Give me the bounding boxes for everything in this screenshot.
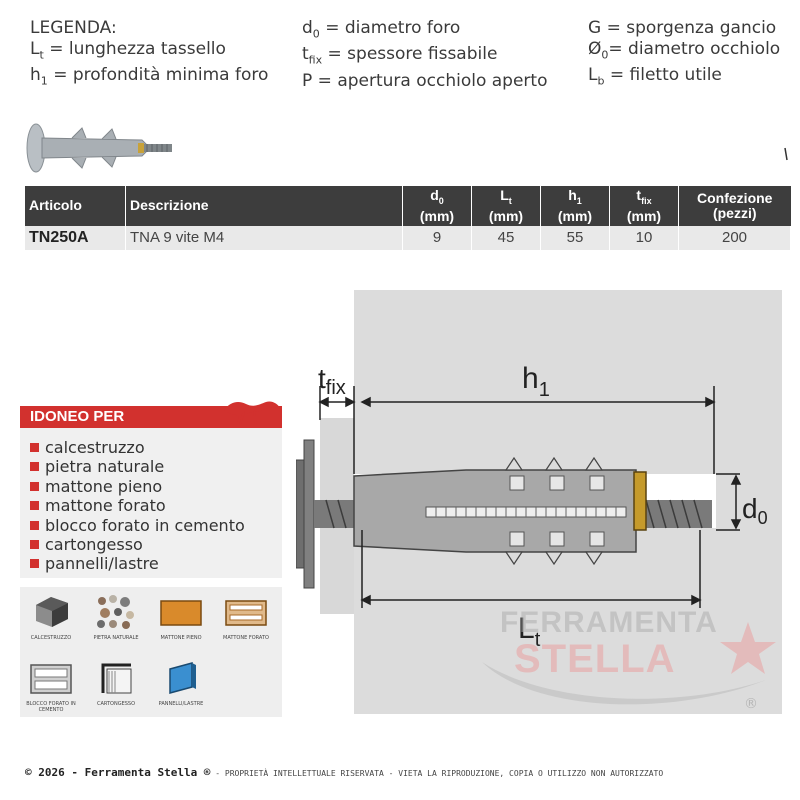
- screw-thread: [325, 499, 703, 529]
- solid-brick-icon: [160, 600, 202, 626]
- tile-cartongesso: CARTONGESSO: [87, 655, 145, 713]
- tile-mattone-forato: MATTONE FORATO: [217, 589, 275, 647]
- label-d0: d0: [742, 493, 768, 528]
- tile-mattone-pieno: MATTONE PIENO: [152, 589, 210, 647]
- tile-blocco-forato: BLOCCO FORATO IN CEMENTO: [22, 655, 80, 713]
- col-d0: d0(mm): [402, 186, 472, 226]
- dimension-lines: [318, 386, 742, 608]
- legend-title: LEGENDA:: [30, 18, 117, 38]
- list-item: cartongesso: [30, 535, 245, 554]
- idoneo-panel: [20, 428, 282, 578]
- legend-item-lt: Lt = lunghezza tassello: [30, 39, 226, 62]
- watermark-stella: STELLA: [514, 637, 676, 681]
- col-confezione: Confezione(pezzi): [678, 186, 791, 226]
- idoneo-list: calcestruzzo pietra naturale mattone pie…: [30, 438, 245, 574]
- watermark-logo: FERRAMENTA STELLA ®: [482, 606, 776, 712]
- cropped-edge-mark: [784, 146, 790, 166]
- col-h1: h1(mm): [540, 186, 610, 226]
- washer: [303, 439, 315, 589]
- tile-pannelli: PANNELLI/LASTRE: [152, 655, 210, 713]
- stone-icon: [97, 595, 134, 629]
- watermark-ferramenta: FERRAMENTA: [500, 606, 718, 639]
- lizard-icon: [224, 401, 280, 425]
- screw-head: [296, 459, 305, 569]
- cell-d0: 9: [402, 225, 472, 250]
- legend-item-g: G = sporgenza gancio: [588, 18, 777, 38]
- tile-pietra-naturale: PIETRA NATURALE: [87, 589, 145, 647]
- label-lt: Lt: [518, 612, 541, 651]
- anchor-ribs: [504, 456, 604, 566]
- legend-col-3: G = sporgenza gancio Ø0= diametro occhio…: [588, 18, 780, 92]
- col-articolo: Articolo: [25, 186, 126, 226]
- brass-nut: [633, 471, 647, 531]
- material-tiles: CALCESTRUZZO PIETRA NATURALE MATTONE PIE…: [20, 587, 282, 717]
- legend-col-2: d0 = diametro foro tfix = spessore fissa…: [302, 18, 547, 92]
- list-item: blocco forato in cemento: [30, 516, 245, 535]
- product-table: Articolo Descrizione d0(mm) Lt(mm) h1(mm…: [25, 186, 791, 250]
- table-row: TN250A TNA 9 vite M4 9 45 55 10 200: [25, 225, 791, 250]
- concrete-icon: [36, 597, 68, 627]
- copyright-owner: © 2026 - Ferramenta Stella ®: [25, 766, 211, 779]
- label-h1: h1: [522, 362, 550, 401]
- col-descrizione: Descrizione: [125, 186, 403, 226]
- cell-articolo: TN250A: [25, 225, 126, 250]
- panel-icon: [169, 662, 196, 694]
- star-icon: [720, 622, 776, 674]
- anchor-product-image: [26, 123, 172, 173]
- list-item: mattone forato: [30, 496, 245, 515]
- legend-col-1: LEGENDA: Lt = lunghezza tassello h1 = pr…: [30, 18, 268, 92]
- label-tfix: tfix: [318, 363, 346, 399]
- legend-item-d0: d0 = diametro foro: [302, 18, 461, 41]
- registered-mark: ®: [744, 696, 758, 712]
- drywall-icon: [101, 663, 132, 694]
- list-item: pietra naturale: [30, 457, 245, 476]
- list-item: pannelli/lastre: [30, 554, 245, 573]
- cell-lt: 45: [471, 225, 541, 250]
- cell-h1: 55: [540, 225, 610, 250]
- hollow-block-icon: [30, 664, 72, 694]
- list-item: calcestruzzo: [30, 438, 245, 457]
- table-header-row: Articolo Descrizione d0(mm) Lt(mm) h1(mm…: [25, 186, 791, 226]
- anchor-technical-diagram: tfix h1 d0 Lt FERRAMENTA STELLA ®: [296, 290, 782, 714]
- legend-item-p: P = apertura occhiolo aperto: [302, 70, 548, 91]
- idoneo-header: IDONEO PER: [20, 401, 282, 428]
- cell-descrizione: TNA 9 vite M4: [125, 225, 403, 250]
- legend-item-o0: Ø0= diametro occhiolo: [588, 39, 781, 62]
- col-tfix: tfix(mm): [609, 186, 679, 226]
- channel-thread: [435, 507, 617, 517]
- copyright-footer: © 2026 - Ferramenta Stella ® - PROPRIETÀ…: [25, 761, 663, 780]
- copyright-notice: - PROPRIETÀ INTELLETTUALE RISERVATA - VI…: [210, 769, 664, 778]
- cell-confezione: 200: [678, 225, 791, 250]
- cell-tfix: 10: [609, 225, 679, 250]
- idoneo-title: IDONEO PER: [30, 408, 125, 425]
- legend-item-h1: h1 = profondità minima foro: [30, 65, 269, 88]
- legend-item-tfix: tfix = spessore fissabile: [302, 44, 498, 67]
- legend-item-lb: Lb = filetto utile: [588, 65, 722, 88]
- col-lt: Lt(mm): [471, 186, 541, 226]
- anchor-slots: [509, 475, 605, 547]
- hollow-brick-icon: [225, 600, 267, 626]
- list-item: mattone pieno: [30, 477, 245, 496]
- tile-calcestruzzo: CALCESTRUZZO: [22, 589, 80, 647]
